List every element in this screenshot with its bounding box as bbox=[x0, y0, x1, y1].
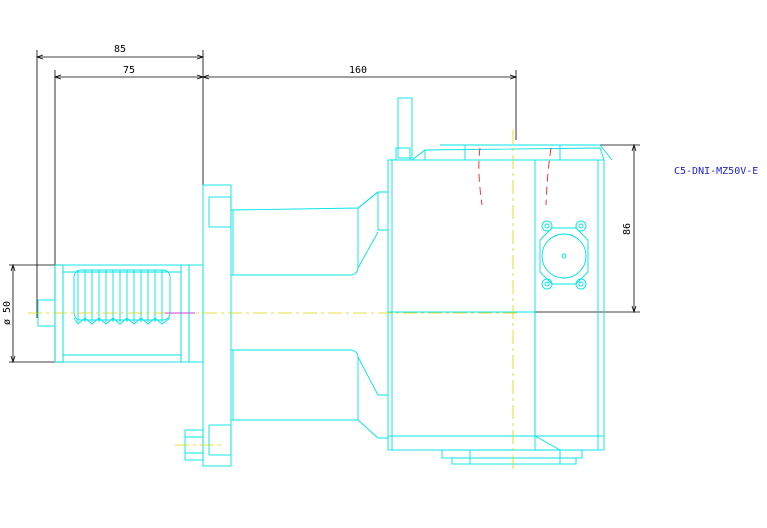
dimension-85-text: 85 bbox=[114, 44, 126, 55]
flange bbox=[184, 184, 232, 467]
part-label: C5-DNI-MZ50V-E bbox=[674, 166, 758, 177]
dimension-75-text: 75 bbox=[123, 65, 135, 76]
dimension-diameter-50-text: ø 50 bbox=[2, 301, 13, 325]
dimension-85: 85 bbox=[35, 44, 205, 318]
dimension-160-text: 160 bbox=[349, 65, 367, 76]
centerlines bbox=[28, 130, 520, 470]
dimension-86-text: 86 bbox=[622, 223, 633, 235]
housing-bottom bbox=[441, 449, 583, 465]
hidden-lines bbox=[478, 147, 552, 206]
housing bbox=[387, 159, 605, 451]
shank-serration bbox=[73, 270, 171, 325]
mounting-plate bbox=[539, 220, 589, 290]
housing-top bbox=[395, 97, 613, 161]
upper-arm bbox=[230, 191, 388, 276]
dimension-160: 160 bbox=[201, 65, 518, 140]
dimension-diameter-50: ø 50 bbox=[2, 263, 63, 364]
lower-arm bbox=[231, 349, 388, 439]
